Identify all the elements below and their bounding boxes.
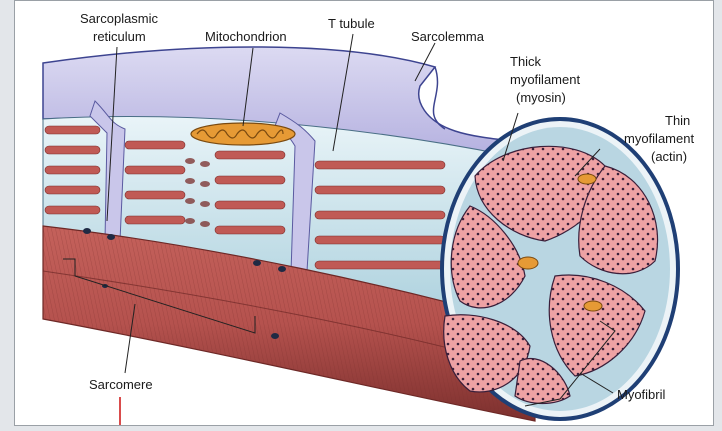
label-myofibril: Myofibril xyxy=(617,387,666,402)
muscle-fiber-diagram: Sarcoplasmic reticulum Mitochondrion T t… xyxy=(15,1,714,426)
label-thin-line2: myofilament xyxy=(624,131,694,146)
label-thick-line2: myofilament xyxy=(510,72,580,87)
label-mitochondrion: Mitochondrion xyxy=(205,29,287,44)
label-sarcolemma: Sarcolemma xyxy=(411,29,485,44)
label-thick-line1: Thick xyxy=(510,54,542,69)
label-thick-line3: (myosin) xyxy=(516,90,566,105)
mitochondrion xyxy=(191,123,295,145)
cross-section xyxy=(442,119,678,419)
label-sarcoplasmic-line2: reticulum xyxy=(93,29,146,44)
label-sarcomere: Sarcomere xyxy=(89,377,153,392)
label-t-tubule: T tubule xyxy=(328,16,375,31)
label-thin-line1: Thin xyxy=(665,113,690,128)
label-sarcoplasmic-line1: Sarcoplasmic xyxy=(80,11,159,26)
label-thin-line3: (actin) xyxy=(651,149,687,164)
figure-frame: Sarcoplasmic reticulum Mitochondrion T t… xyxy=(14,0,714,426)
